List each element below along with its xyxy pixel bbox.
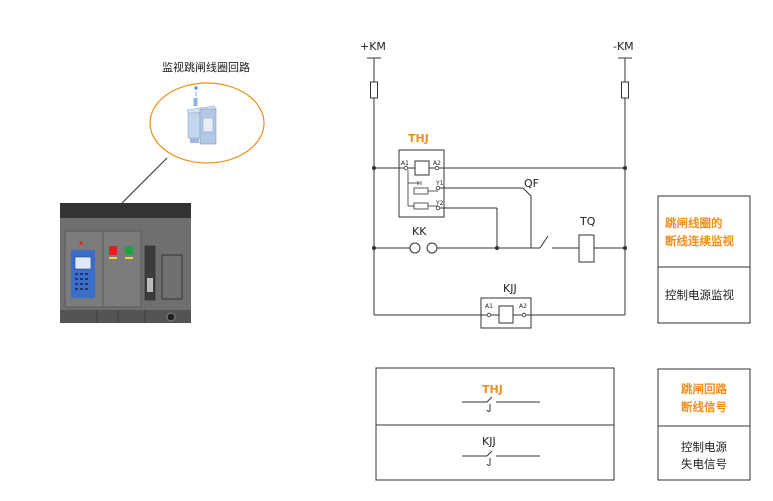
breaker-handle [147, 278, 153, 292]
qf-contact-icon [539, 235, 549, 249]
side-box-signals: 跳闸回路 断线信号 控制电源 失电信号 [657, 368, 751, 481]
fuse-right-icon [621, 81, 629, 99]
tq-coil-icon [578, 234, 595, 263]
thj-resistor-2-icon [413, 202, 429, 210]
fuse-left-icon [370, 81, 378, 99]
thj-relay-label: THJ [408, 132, 429, 145]
kjj-pin-a1: A1 [485, 303, 493, 310]
callout-leader-line [121, 157, 168, 204]
controller-keypad-icon [75, 273, 88, 290]
signal-kjj-contact-icon [462, 450, 540, 466]
side-box-2-line3: 控制电源 [681, 440, 727, 454]
side-box-2-line4: 失电信号 [681, 457, 727, 471]
kk-contact-left-icon [409, 242, 421, 254]
tq-label: TQ [579, 215, 596, 228]
side-box-1-line3: 控制电源监视 [665, 288, 734, 302]
thj-pin-a2: A2 [433, 160, 441, 167]
callout-group: 监视跳闸线圈回路 [149, 60, 265, 164]
breaker-illustration [60, 157, 191, 323]
side-box-2-line2: 断线信号 [681, 400, 727, 414]
side-box-1-line1: 跳闸线圈的 [665, 216, 723, 230]
kk-contact-right-icon [426, 242, 438, 254]
trip-circuit: +KM -KM THJ A1 A2 Y1 Y2 [360, 40, 634, 329]
kk-label: KK [412, 225, 427, 238]
breaker-top-bar [60, 203, 191, 218]
breaker-red-button [109, 246, 117, 255]
breaker-window [161, 254, 183, 300]
side-box-1-line2: 断线连续监视 [665, 234, 734, 248]
controller-display [74, 256, 92, 270]
side-box-monitoring: 跳闸线圈的 断线连续监视 控制电源监视 [657, 195, 751, 324]
breaker-knob-icon [166, 312, 176, 322]
thj-pin-y1: Y1 [435, 180, 444, 187]
signal-thj-label: THJ [482, 383, 503, 396]
callout-title: 监视跳闸线圈回路 [162, 60, 250, 74]
trip-coil-module-icon [186, 86, 217, 145]
kjj-relay-label: KJJ [503, 282, 517, 295]
thj-pin-a1: A1 [401, 160, 409, 167]
breaker-handle-slot [144, 245, 156, 301]
kjj-pin-a2: A2 [519, 303, 527, 310]
signal-thj-contact-icon [462, 396, 540, 412]
plus-km-label: +KM [360, 40, 386, 53]
thj-pin-y2: Y2 [435, 200, 444, 207]
kjj-coil-icon [498, 305, 514, 324]
signal-box: THJ KJJ [375, 367, 615, 481]
qf-label: QF [524, 177, 539, 190]
side-box-2-line1: 跳闸回路 [681, 382, 727, 396]
breaker-green-button [125, 246, 133, 255]
breaker-bottom-bar [60, 310, 191, 323]
thj-resistor-1-icon [413, 187, 429, 195]
minus-km-label: -KM [613, 40, 634, 53]
signal-kjj-label: KJJ [482, 435, 496, 448]
indicator-dot-icon [79, 241, 83, 245]
thj-coil-icon [414, 160, 430, 176]
